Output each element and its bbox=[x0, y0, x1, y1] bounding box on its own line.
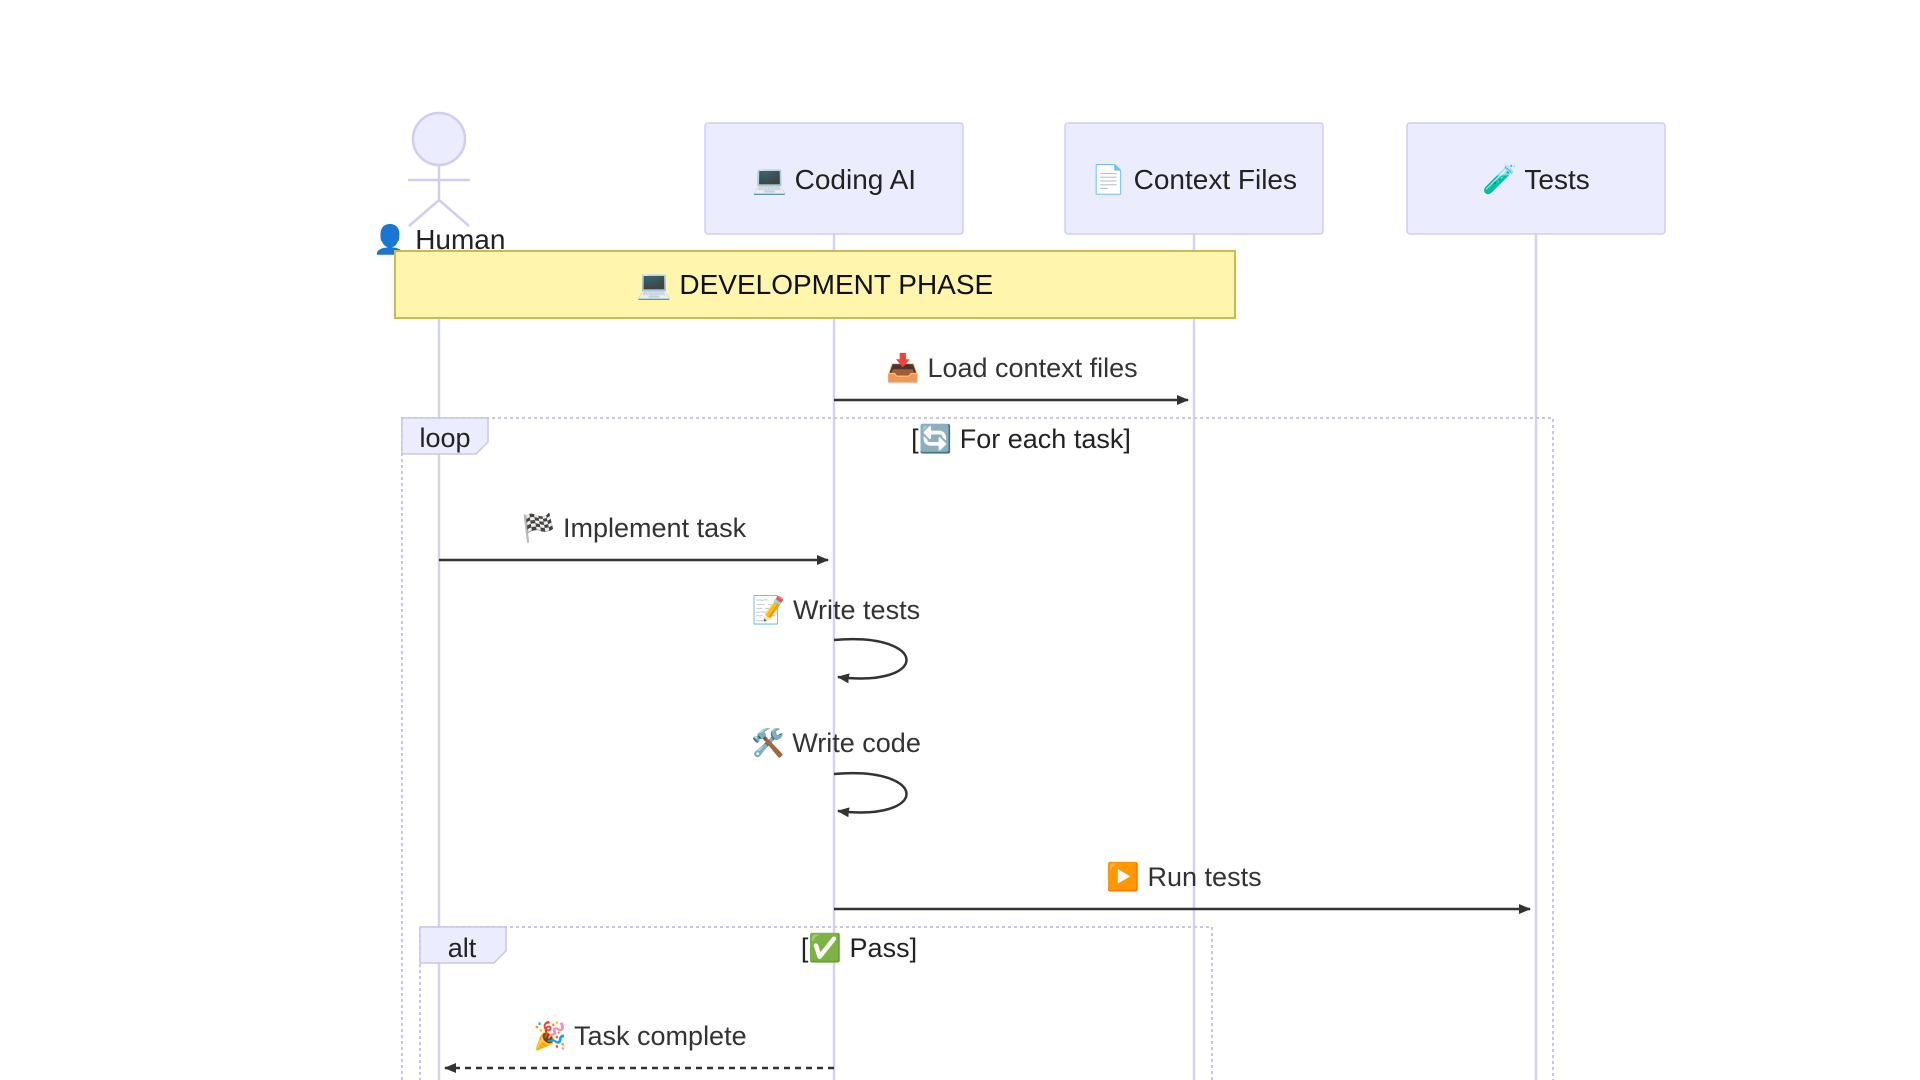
message-run-tests[interactable]: ▶️ Run tests bbox=[834, 861, 1531, 914]
frame-loop-condition: [🔄 For each task] bbox=[911, 423, 1131, 454]
participant-context-files[interactable]: 📄 Context Files bbox=[1064, 122, 1324, 235]
message-task-complete[interactable]: 🎉 Task complete bbox=[444, 1020, 834, 1073]
message-implement-task[interactable]: 🏁 Implement task bbox=[439, 512, 829, 565]
actor-head-icon bbox=[411, 111, 467, 167]
message-write-tests[interactable]: 📝 Write tests bbox=[752, 594, 920, 684]
note-development-phase[interactable]: 💻 DEVELOPMENT PHASE bbox=[394, 250, 1236, 319]
frame-loop: loop [🔄 For each task] bbox=[401, 417, 1554, 1080]
frame-alt-tag: alt bbox=[448, 933, 477, 963]
participant-label-context-files: 📄 Context Files bbox=[1091, 163, 1297, 196]
message-load-context-files[interactable]: 📥 Load context files bbox=[834, 352, 1189, 405]
frame-loop-tag: loop bbox=[419, 423, 470, 453]
message-label: 🎉 Task complete bbox=[533, 1020, 746, 1052]
note-text: 💻 DEVELOPMENT PHASE bbox=[637, 269, 993, 301]
actor-human[interactable]: 👤 Human bbox=[373, 111, 506, 256]
message-label: 🏁 Implement task bbox=[522, 512, 747, 543]
message-label: 📥 Load context files bbox=[886, 352, 1137, 383]
participant-label-coding-ai: 💻 Coding AI bbox=[752, 164, 916, 196]
message-write-code[interactable]: 🛠️ Write code bbox=[751, 726, 921, 818]
message-label: ▶️ Run tests bbox=[1106, 861, 1261, 892]
frame-alt: alt [✅ Pass] bbox=[419, 926, 1213, 1080]
message-label: 🛠️ Write code bbox=[751, 726, 921, 758]
frame-alt-condition: [✅ Pass] bbox=[801, 932, 917, 963]
message-label: 📝 Write tests bbox=[752, 594, 920, 625]
participant-tests[interactable]: 🧪 Tests bbox=[1406, 122, 1666, 235]
participant-label-tests: 🧪 Tests bbox=[1482, 164, 1590, 196]
participant-coding-ai[interactable]: 💻 Coding AI bbox=[704, 122, 964, 235]
